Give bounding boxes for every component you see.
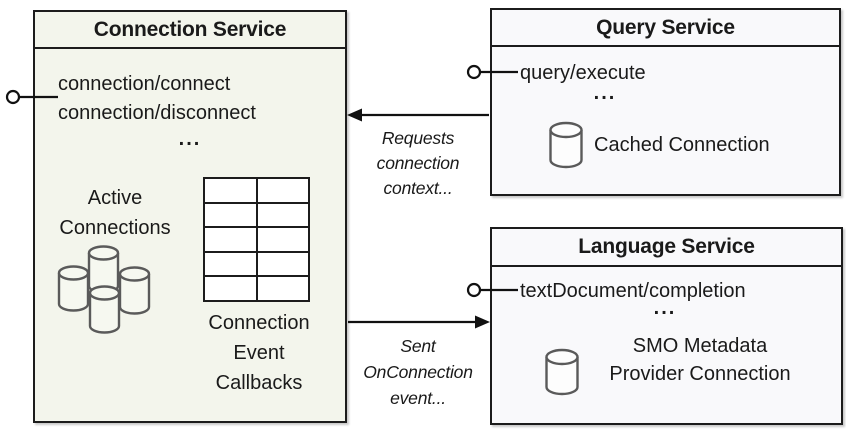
active-connections-cylinders-icon <box>57 245 151 334</box>
table-cell <box>205 277 256 300</box>
database-cylinder-icon <box>549 121 583 169</box>
arrowhead-left-icon <box>347 108 362 122</box>
method-textdocument-completion: textDocument/completion <box>520 280 746 302</box>
table-cell <box>257 252 308 276</box>
requests-connection-context-arrow <box>347 108 489 122</box>
table-cell <box>257 228 308 251</box>
arrowhead-right-icon <box>475 315 490 329</box>
smo-metadata-connection-label: SMO Metadata Provider Connection <box>609 335 791 385</box>
table-cell <box>205 252 256 276</box>
table-cell <box>205 179 256 202</box>
query-service-title: Query Service <box>596 15 735 39</box>
connection-service-title: Connection Service <box>93 17 287 41</box>
connection-event-callbacks-label: Connection Event Callbacks <box>208 312 310 394</box>
query-service-box: Query Service query/execute ... Cached C… <box>490 8 841 196</box>
language-service-title: Language Service <box>578 235 755 258</box>
cylinder-left <box>57 265 90 312</box>
table-cell <box>257 203 308 227</box>
table-cell <box>205 228 256 251</box>
language-methods-ellipsis: ... <box>653 297 677 319</box>
method-connection-disconnect: connection/disconnect <box>58 102 256 124</box>
sent-onconnection-event-label: Sent OnConnection event... <box>363 336 473 408</box>
requests-connection-context-label: Requests connection context... <box>376 128 460 198</box>
database-cylinder-icon <box>545 348 579 396</box>
method-connection-connect: connection/connect <box>58 73 231 95</box>
cached-connection-label: Cached Connection <box>594 134 770 156</box>
query-methods-ellipsis: ... <box>593 82 617 104</box>
connection-event-table <box>203 177 310 302</box>
cylinder-bottom <box>88 285 121 334</box>
connection-service-box: Connection Service connection/connect co… <box>33 10 347 423</box>
sent-onconnection-event-arrow <box>348 315 490 329</box>
cylinder-right <box>118 266 151 315</box>
active-connections-label: Active Connections <box>59 187 171 239</box>
connection-service-header: Connection Service <box>35 12 345 49</box>
table-cell <box>257 277 308 300</box>
language-service-box: Language Service textDocument/completion… <box>490 227 843 425</box>
method-query-execute: query/execute <box>520 62 646 84</box>
table-cell <box>205 203 256 227</box>
table-cell <box>257 179 308 202</box>
language-service-header: Language Service <box>492 229 841 267</box>
connection-methods-ellipsis: ... <box>178 128 202 150</box>
query-service-header: Query Service <box>492 10 839 47</box>
connection-methods-list: connection/connect connection/disconnect <box>58 70 256 128</box>
